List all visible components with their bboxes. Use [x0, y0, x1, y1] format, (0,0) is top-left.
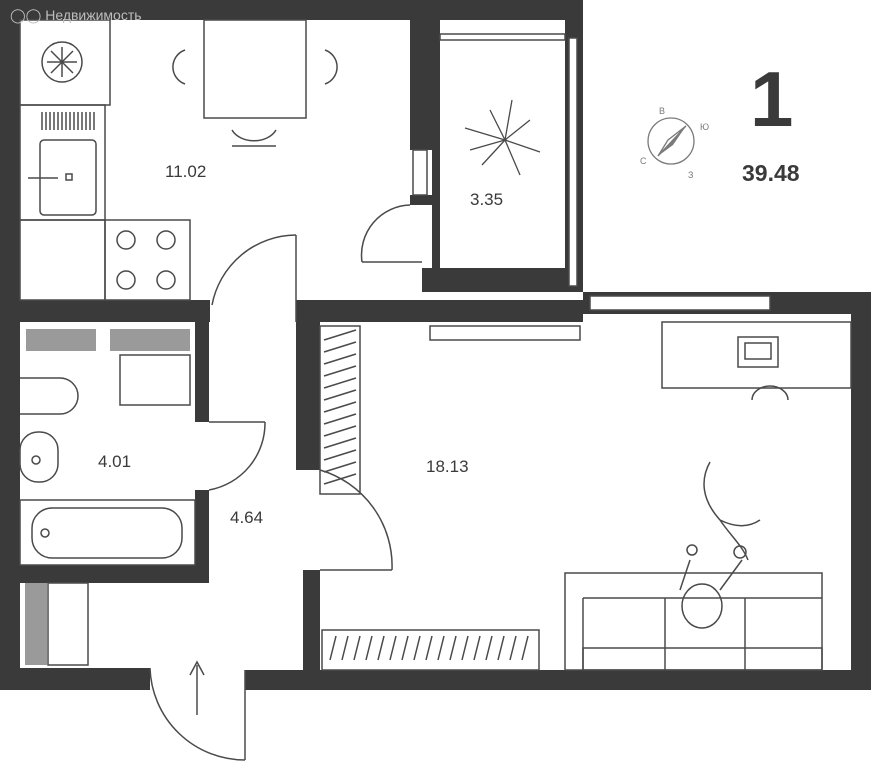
doors: [149, 204, 422, 761]
bookshelf: [321, 629, 540, 671]
yandex-circles-icon: ◯◯: [10, 7, 46, 23]
entrance-arrow-icon: [189, 660, 205, 715]
bathroom-fixtures: [19, 329, 196, 666]
desk: [661, 321, 852, 389]
plant-icon: [464, 99, 541, 176]
balcony-area-label: 3.35: [470, 190, 504, 209]
rooms-count: 1: [750, 55, 794, 143]
wardrobe: [319, 325, 361, 495]
living-room-area-label: 18.13: [426, 457, 469, 476]
laptop-icon: [737, 336, 779, 368]
watermark-text: Недвижимость: [45, 7, 142, 23]
compass-south-label: З: [688, 170, 694, 180]
dog-icon: [703, 461, 761, 561]
kitchen-area-label: 11.02: [165, 162, 207, 181]
compass-east-label: Ю: [700, 122, 710, 132]
living-room-furniture: [319, 321, 852, 671]
kitchen-furniture: [19, 19, 338, 301]
room-floors: [20, 20, 851, 670]
compass-west-label: С: [640, 156, 647, 166]
watermark: ◯◯ Недвижимость: [10, 7, 142, 24]
hallway-area-label: 4.64: [230, 508, 264, 527]
total-area: 39.48: [742, 160, 800, 186]
bathtub: [19, 499, 196, 566]
person-icon: [679, 544, 743, 629]
windows: [412, 33, 771, 341]
compass-icon: [647, 117, 695, 165]
compass-north-label: В: [659, 106, 666, 116]
dining-table: [203, 19, 307, 119]
bathroom-area-label: 4.01: [98, 452, 132, 471]
snowflake-icon: [41, 41, 83, 83]
stove: [104, 219, 191, 301]
